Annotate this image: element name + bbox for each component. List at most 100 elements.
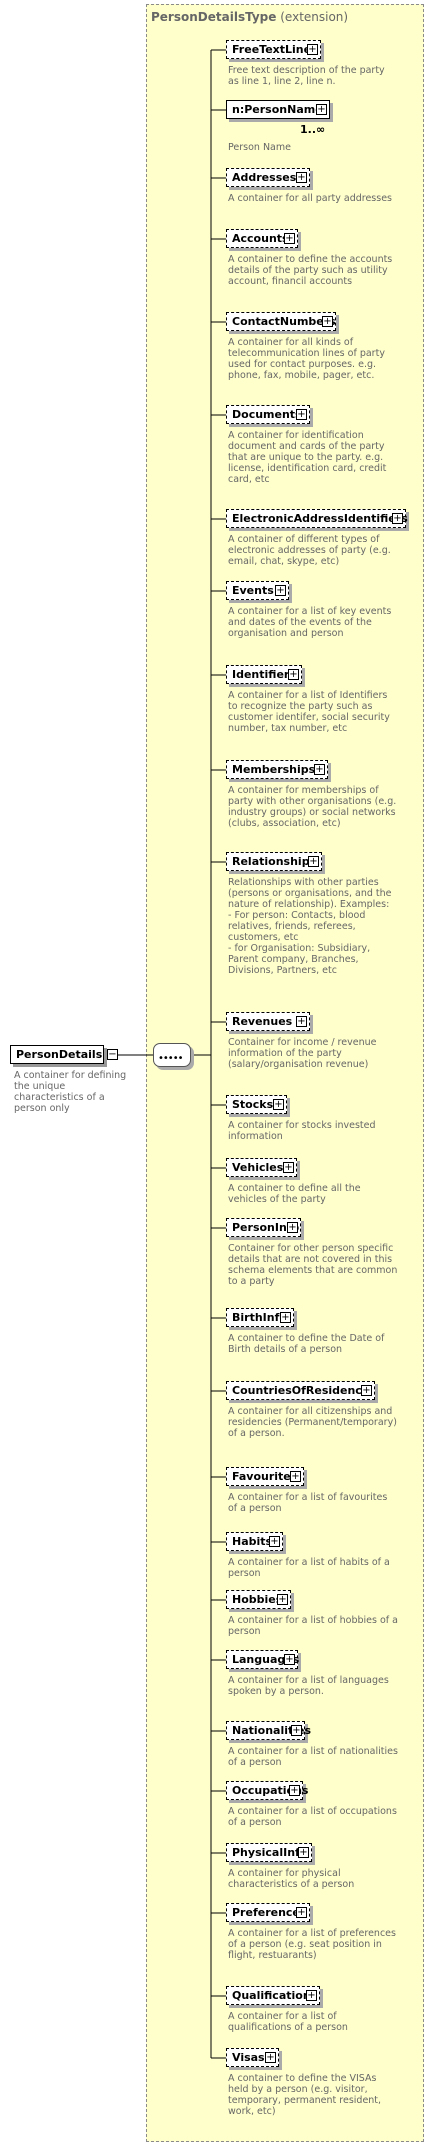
expand-icon[interactable]: + xyxy=(280,1312,291,1323)
element-vehicles[interactable]: Vehicles+ xyxy=(226,1158,297,1177)
element-description: A container to define all the vehicles o… xyxy=(228,1183,361,1205)
element-identifiers[interactable]: Identifiers+ xyxy=(226,665,302,684)
element-description: Free text description of the party as li… xyxy=(228,65,385,87)
element-description: A container for a list of Identifiers to… xyxy=(228,690,390,734)
expand-icon[interactable]: + xyxy=(288,669,299,680)
sequence-icon: ••••• xyxy=(158,1053,183,1064)
expand-icon[interactable]: + xyxy=(277,1594,288,1605)
expand-icon[interactable]: + xyxy=(308,856,319,867)
element-label: Accounts xyxy=(232,232,289,245)
expand-icon[interactable]: + xyxy=(316,104,327,115)
element-favourites[interactable]: Favourites+ xyxy=(226,1467,304,1486)
element-occupations[interactable]: Occupations+ xyxy=(226,1781,308,1800)
expand-icon[interactable]: + xyxy=(296,1016,307,1027)
expand-icon[interactable]: + xyxy=(273,1099,284,1110)
root-element-person-details[interactable]: PersonDetails − xyxy=(10,1045,118,1064)
element-label: Favourites xyxy=(232,1470,298,1483)
element-description: Container for income / revenue informati… xyxy=(228,1037,377,1070)
element-label: Visas xyxy=(232,2051,265,2064)
element-label: PersonInfo xyxy=(232,1221,300,1234)
element-nationalities[interactable]: Nationalities+ xyxy=(226,1721,311,1740)
element-label: Relationships xyxy=(232,855,317,868)
element-description: A container for a list of occupations of… xyxy=(228,1806,397,1828)
expand-icon[interactable]: + xyxy=(284,233,295,244)
element-description: A container for a list of hobbies of a p… xyxy=(228,1615,398,1637)
element-free-text-lines[interactable]: FreeTextLines+ xyxy=(226,40,321,59)
element-electronic-address-identifiers[interactable]: ElectronicAddressIdentifiers+ xyxy=(226,509,408,528)
element-label: ContactNumbers xyxy=(232,315,336,328)
element-visas[interactable]: Visas+ xyxy=(226,2048,279,2067)
expand-icon[interactable]: + xyxy=(361,1385,372,1396)
element-label: Memberships xyxy=(232,763,316,776)
expand-icon[interactable]: + xyxy=(392,513,403,524)
expand-icon[interactable]: + xyxy=(296,409,307,420)
element-hobbies[interactable]: Hobbies+ xyxy=(226,1590,291,1609)
element-person-name[interactable]: n:PersonName+ xyxy=(226,100,330,119)
expand-icon[interactable]: + xyxy=(289,1785,300,1796)
element-birth-info[interactable]: BirthInfo+ xyxy=(226,1308,294,1327)
element-label: PhysicalInfo xyxy=(232,1846,308,1859)
expand-icon[interactable]: + xyxy=(275,585,286,596)
type-title: PersonDetailsType (extension) xyxy=(151,10,348,24)
expand-icon[interactable]: + xyxy=(284,1654,295,1665)
element-events[interactable]: Events+ xyxy=(226,581,289,600)
element-addresses[interactable]: Addresses+ xyxy=(226,168,310,187)
element-languages[interactable]: Languages+ xyxy=(226,1650,299,1669)
element-person-info[interactable]: PersonInfo+ xyxy=(226,1218,301,1237)
element-description: A container for memberships of party wit… xyxy=(228,785,397,829)
element-label: ElectronicAddressIdentifiers xyxy=(232,512,408,525)
element-stocks[interactable]: Stocks+ xyxy=(226,1095,287,1114)
element-label: Identifiers xyxy=(232,668,296,681)
element-documents[interactable]: Documents+ xyxy=(226,405,310,424)
element-description: Person Name xyxy=(228,142,291,153)
expand-icon[interactable]: + xyxy=(269,1536,280,1547)
element-description: A container for identification document … xyxy=(228,430,387,485)
element-revenues[interactable]: Revenues+ xyxy=(226,1012,310,1031)
root-element-description: A container for defining the unique char… xyxy=(14,1070,127,1114)
collapse-icon[interactable]: − xyxy=(107,1049,118,1060)
element-label: Addresses xyxy=(232,171,297,184)
element-label: FreeTextLines xyxy=(232,43,318,56)
expand-icon[interactable]: + xyxy=(287,1222,298,1233)
element-description: A container for a list of preferences of… xyxy=(228,1928,396,1961)
element-contact-numbers[interactable]: ContactNumbers+ xyxy=(226,312,336,331)
expand-icon[interactable]: + xyxy=(291,1725,302,1736)
element-label: Vehicles xyxy=(232,1161,284,1174)
element-memberships[interactable]: Memberships+ xyxy=(226,760,328,779)
element-description: A container for physical characteristics… xyxy=(228,1868,355,1890)
element-countries-of-residence[interactable]: CountriesOfResidence+ xyxy=(226,1381,375,1400)
expand-icon[interactable]: + xyxy=(298,1847,309,1858)
element-relationships[interactable]: Relationships+ xyxy=(226,852,322,871)
expand-icon[interactable]: + xyxy=(283,1162,294,1173)
element-label: Habits xyxy=(232,1535,273,1548)
root-element-label: PersonDetails xyxy=(16,1048,103,1061)
element-description: A container for all party addresses xyxy=(228,193,392,204)
element-description: A container for a list of nationalities … xyxy=(228,1746,398,1768)
element-label: Hobbies xyxy=(232,1593,283,1606)
element-description: A container for a list of key events and… xyxy=(228,606,392,639)
element-accounts[interactable]: Accounts+ xyxy=(226,229,298,248)
element-label: BirthInfo xyxy=(232,1311,287,1324)
element-physical-info[interactable]: PhysicalInfo+ xyxy=(226,1843,312,1862)
expand-icon[interactable]: + xyxy=(265,2052,276,2063)
element-description: A container for a list of favourites of … xyxy=(228,1492,388,1514)
element-description: A container for a list of habits of a pe… xyxy=(228,1557,390,1579)
type-name: PersonDetailsType xyxy=(151,10,277,24)
expand-icon[interactable]: + xyxy=(306,1990,317,2001)
element-preferences[interactable]: Preferences+ xyxy=(226,1903,310,1922)
element-qualifications[interactable]: Qualifications+ xyxy=(226,1986,320,2005)
element-label: n:PersonName xyxy=(232,103,323,116)
expand-icon[interactable]: + xyxy=(290,1471,301,1482)
element-description: A container of different types of electr… xyxy=(228,534,391,567)
sequence-compositor[interactable]: ••••• xyxy=(153,1043,191,1067)
element-description: A container to define the accounts detai… xyxy=(228,254,393,287)
expand-icon[interactable]: + xyxy=(322,316,333,327)
expand-icon[interactable]: + xyxy=(314,764,325,775)
element-habits[interactable]: Habits+ xyxy=(226,1532,283,1551)
expand-icon[interactable]: + xyxy=(296,172,307,183)
expand-icon[interactable]: + xyxy=(296,1907,307,1918)
element-description: A container for all kinds of telecommuni… xyxy=(228,337,385,381)
element-description: A container to define the Date of Birth … xyxy=(228,1333,385,1355)
element-description: Container for other person specific deta… xyxy=(228,1243,398,1287)
expand-icon[interactable]: + xyxy=(307,44,318,55)
